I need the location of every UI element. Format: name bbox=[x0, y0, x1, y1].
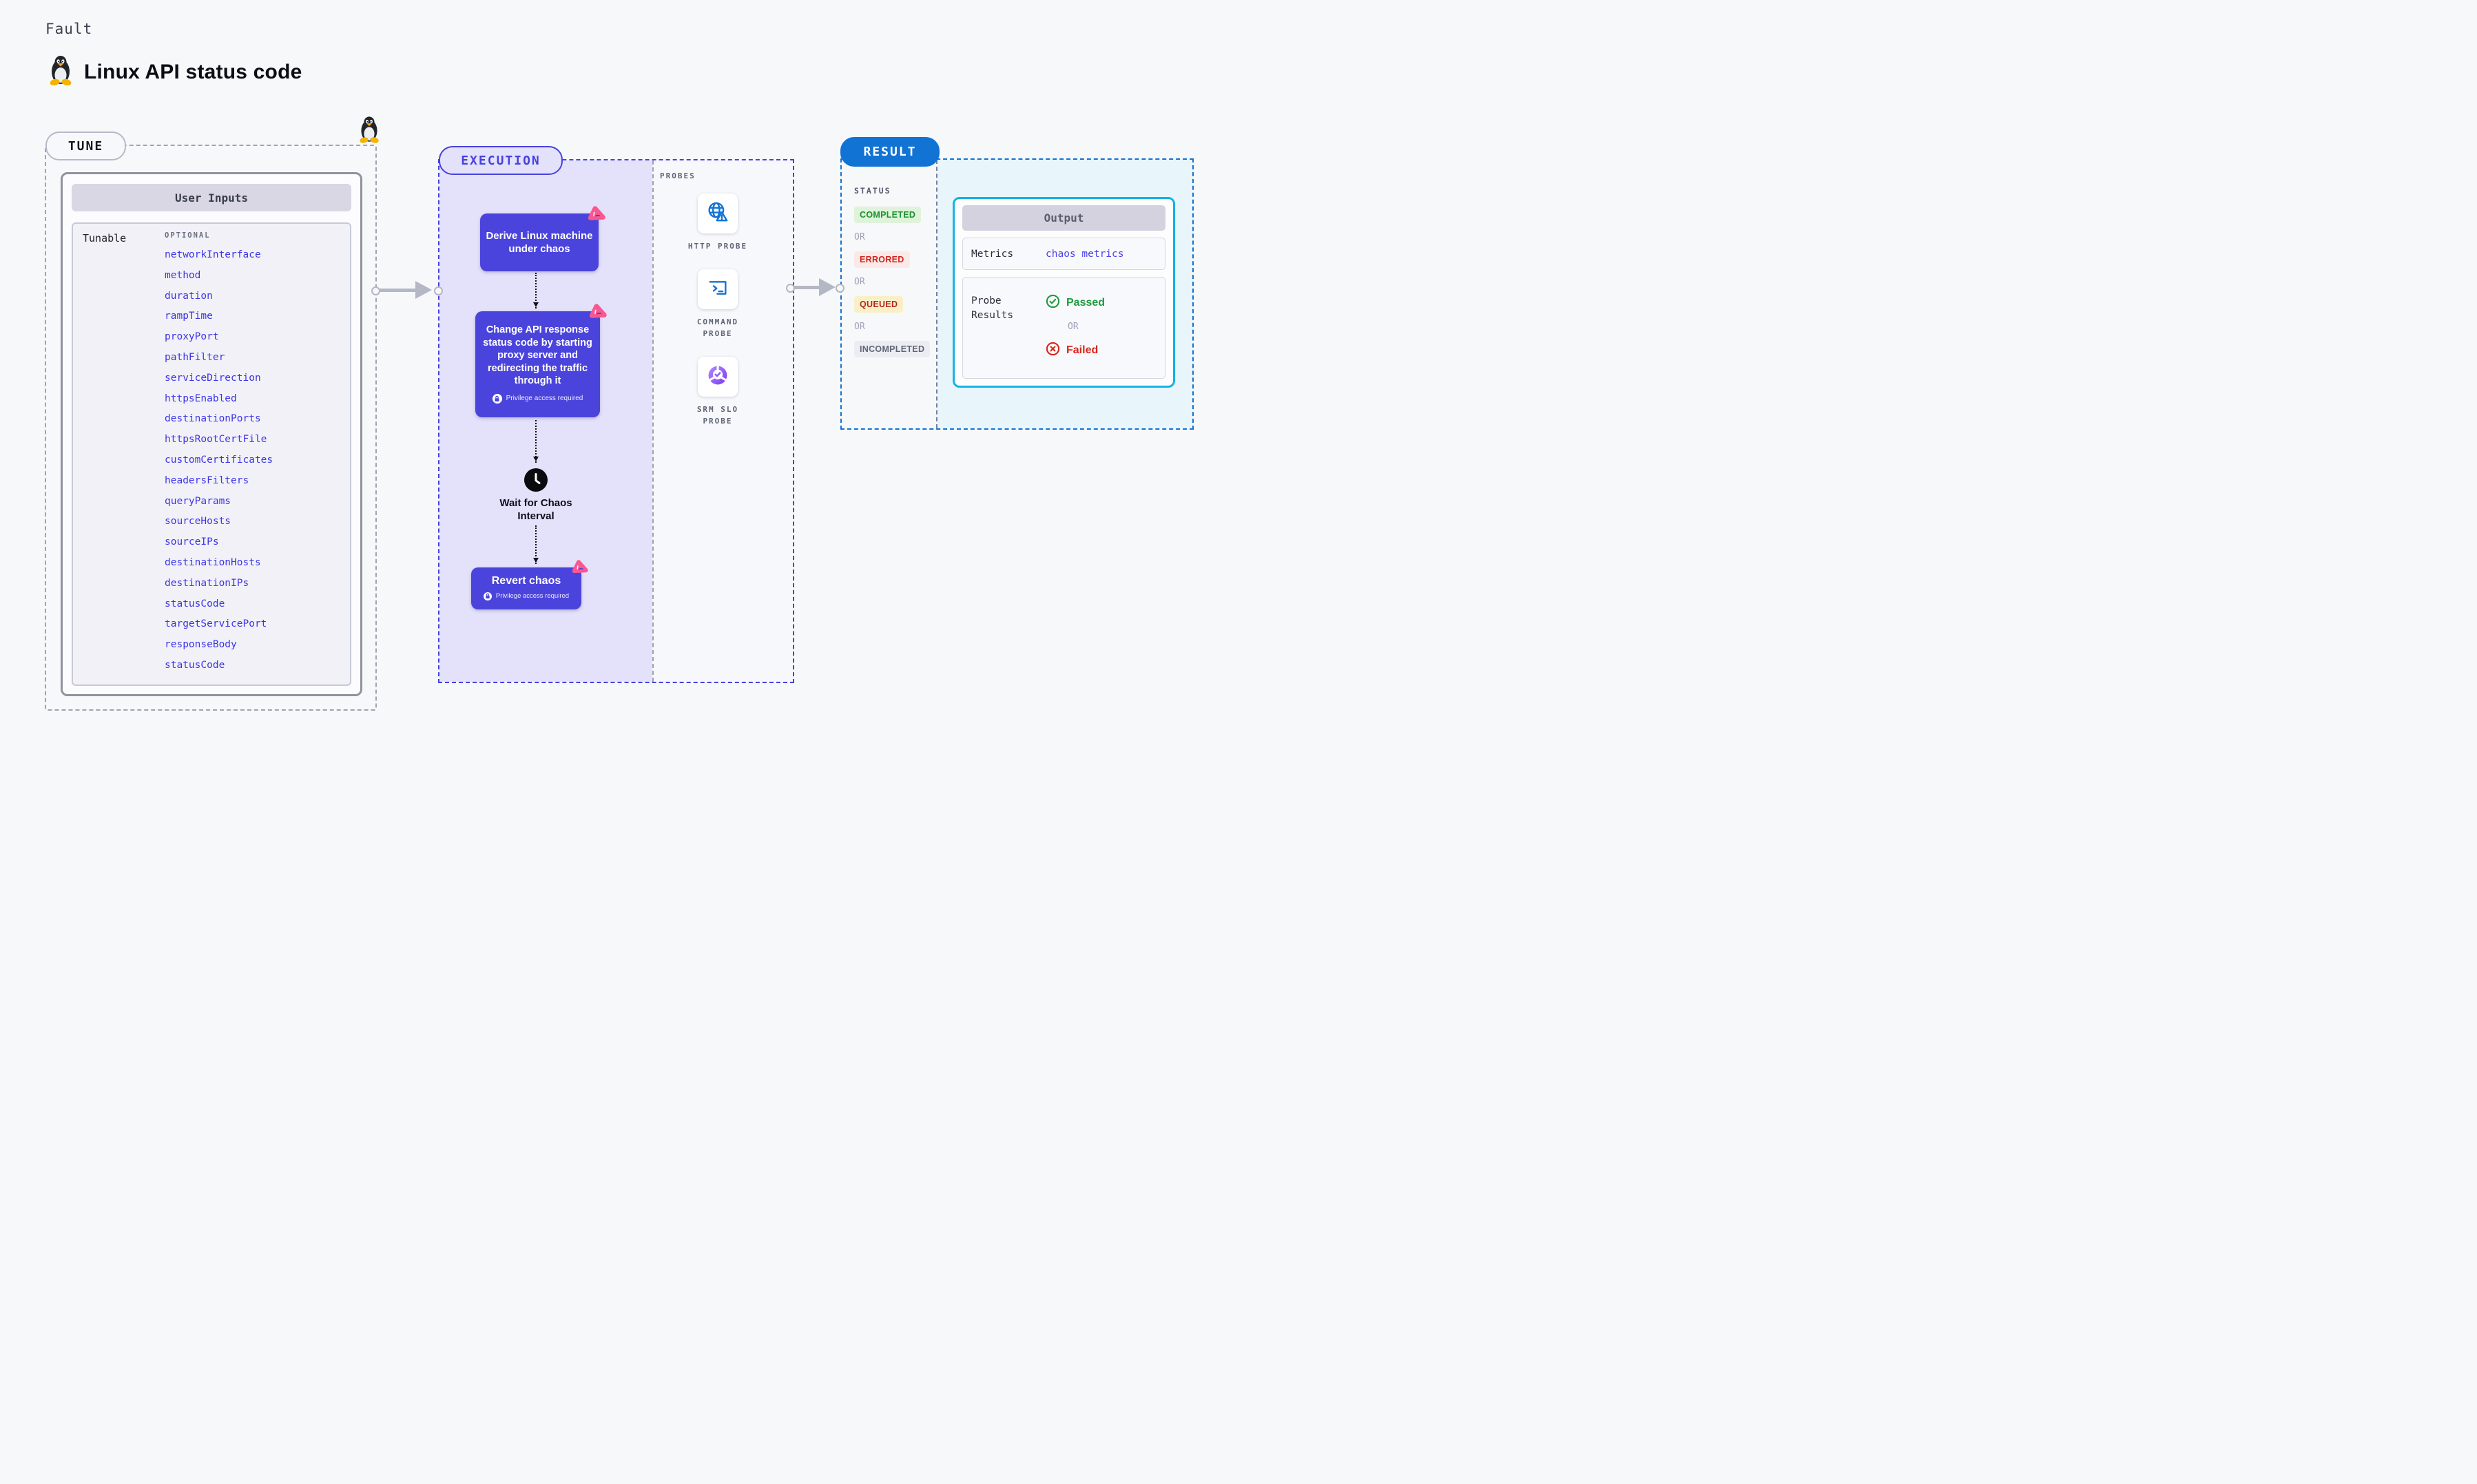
tunable-link[interactable]: duration bbox=[165, 290, 213, 302]
tunable-link[interactable]: httpsRootCertFile bbox=[165, 434, 267, 446]
command-probe-label: COMMAND PROBE bbox=[696, 317, 739, 338]
output-header: Output bbox=[962, 205, 1165, 231]
result-pill: RESULT bbox=[840, 137, 940, 167]
wait-step-label: Wait for Chaos Interval bbox=[499, 497, 572, 522]
or-label: OR bbox=[854, 322, 865, 332]
execution-flow-area: Derive Linux machine under chaos Change … bbox=[439, 160, 652, 682]
tunable-link[interactable]: headersFilters bbox=[165, 474, 249, 486]
step-change-status-code: Change API response status code by start… bbox=[475, 304, 607, 417]
tunable-link[interactable]: pathFilter bbox=[165, 351, 225, 363]
status-badge-completed: COMPLETED bbox=[854, 207, 922, 223]
tunable-link[interactable]: method bbox=[165, 269, 201, 281]
user-inputs-header: User Inputs bbox=[72, 184, 351, 211]
tunable-link[interactable]: destinationPorts bbox=[165, 413, 261, 425]
tunable-link[interactable]: sourceIPs bbox=[165, 536, 219, 548]
output-area: Output Metrics chaos metrics Probe Resul… bbox=[937, 160, 1192, 428]
chaos-icon bbox=[571, 559, 588, 580]
or-label: OR bbox=[854, 232, 865, 242]
arrow-execution-to-result bbox=[786, 278, 844, 296]
or-label: OR bbox=[854, 277, 865, 287]
output-box: Output Metrics chaos metrics Probe Resul… bbox=[953, 197, 1175, 388]
diagram-canvas: Fault Linux API status code TUNE bbox=[0, 0, 1238, 742]
command-probe-card bbox=[698, 269, 738, 309]
tunable-link[interactable]: rampTime bbox=[165, 311, 213, 322]
chaos-icon bbox=[588, 303, 607, 326]
privilege-row: Privilege access required bbox=[483, 590, 570, 603]
flow-arrow-2 bbox=[532, 420, 539, 463]
terminal-icon bbox=[707, 277, 729, 302]
tunable-link[interactable]: queryParams bbox=[165, 495, 231, 507]
slo-pie-icon bbox=[706, 364, 729, 390]
tunable-link[interactable]: responseBody bbox=[165, 639, 237, 651]
step-revert-label: Revert chaos bbox=[491, 574, 561, 587]
metrics-value-link[interactable]: chaos metrics bbox=[1046, 248, 1124, 260]
clock-icon bbox=[524, 468, 548, 496]
tunable-link[interactable]: customCertificates bbox=[165, 454, 273, 466]
lock-icon bbox=[483, 592, 492, 600]
execution-section-border: Derive Linux machine under chaos Change … bbox=[438, 159, 794, 683]
page-title: Linux API status code bbox=[84, 60, 302, 83]
step-derive-machine: Derive Linux machine under chaos bbox=[480, 206, 605, 271]
privilege-label: Privilege access required bbox=[506, 394, 583, 402]
step-derive-label: Derive Linux machine under chaos bbox=[486, 230, 593, 255]
srm-slo-probe-label: SRM SLO PROBE bbox=[696, 405, 739, 426]
cross-circle-icon bbox=[1046, 342, 1060, 359]
probe-results-row: Probe Results Passed OR bbox=[962, 277, 1165, 379]
user-inputs-card: User Inputs Tunable OPTIONAL networkInte… bbox=[61, 172, 362, 696]
lock-icon bbox=[492, 393, 502, 404]
tunable-link[interactable]: sourceHosts bbox=[165, 516, 231, 527]
title-row: Linux API status code bbox=[48, 55, 302, 89]
result-section-border: STATUS COMPLETED OR ERRORED OR QUEUED OR… bbox=[840, 158, 1194, 430]
tux-penguin-icon bbox=[48, 55, 73, 89]
or-label: OR bbox=[1068, 322, 1079, 332]
status-badge-incompleted: INCOMPLETED bbox=[854, 341, 931, 357]
probes-label: PROBES bbox=[660, 171, 696, 180]
metrics-label: Metrics bbox=[971, 248, 1014, 260]
probes-panel: PROBES HTTP PROBE bbox=[652, 160, 793, 682]
probe-results-label: Probe Results bbox=[971, 295, 1014, 321]
tune-section-border bbox=[45, 145, 377, 711]
status-badge-queued: QUEUED bbox=[854, 296, 904, 313]
arrow-tune-to-execution bbox=[371, 281, 443, 299]
privilege-row: Privilege access required bbox=[492, 393, 583, 406]
http-probe-label: HTTP PROBE bbox=[687, 242, 748, 251]
tunable-link[interactable]: proxyPort bbox=[165, 331, 219, 343]
status-label: STATUS bbox=[854, 186, 891, 196]
privilege-label: Privilege access required bbox=[495, 592, 570, 600]
tunable-link[interactable]: serviceDirection bbox=[165, 372, 261, 384]
tunable-link[interactable]: targetServicePort bbox=[165, 618, 267, 630]
tunables-table: Tunable OPTIONAL networkInterface method… bbox=[72, 222, 351, 686]
tunable-link[interactable]: httpsEnabled bbox=[165, 393, 237, 404]
optional-column-label: OPTIONAL bbox=[165, 231, 211, 240]
status-badge-errored: ERRORED bbox=[854, 251, 910, 268]
metrics-row: Metrics chaos metrics bbox=[962, 238, 1165, 270]
tux-penguin-small-icon bbox=[358, 116, 380, 147]
tunable-link[interactable]: statusCode bbox=[165, 659, 225, 671]
globe-alert-icon bbox=[706, 200, 729, 227]
probe-result-failed: Failed bbox=[1046, 342, 1105, 359]
flow-arrow-1 bbox=[532, 273, 539, 309]
tunable-link[interactable]: networkInterface bbox=[165, 249, 261, 260]
check-circle-icon bbox=[1046, 294, 1060, 312]
flow-arrow-3 bbox=[532, 525, 539, 564]
status-column: STATUS COMPLETED OR ERRORED OR QUEUED OR… bbox=[842, 160, 937, 428]
fault-kicker: Fault bbox=[45, 21, 93, 37]
probe-result-passed: Passed bbox=[1046, 294, 1105, 312]
chaos-icon bbox=[587, 205, 605, 227]
tunable-link[interactable]: destinationHosts bbox=[165, 556, 261, 568]
tune-pill: TUNE bbox=[45, 132, 126, 160]
tunables-list: networkInterface method duration rampTim… bbox=[165, 245, 273, 676]
tunable-link[interactable]: statusCode bbox=[165, 598, 225, 609]
tunable-link[interactable]: destinationIPs bbox=[165, 577, 249, 589]
step-revert-chaos: Revert chaos Privilege access required bbox=[471, 560, 588, 609]
http-probe-card bbox=[698, 194, 738, 233]
execution-pill: EXECUTION bbox=[439, 146, 563, 175]
tunable-row-label: Tunable bbox=[83, 232, 127, 244]
srm-slo-probe-card bbox=[698, 357, 738, 397]
step-change-label: Change API response status code by start… bbox=[483, 324, 592, 386]
